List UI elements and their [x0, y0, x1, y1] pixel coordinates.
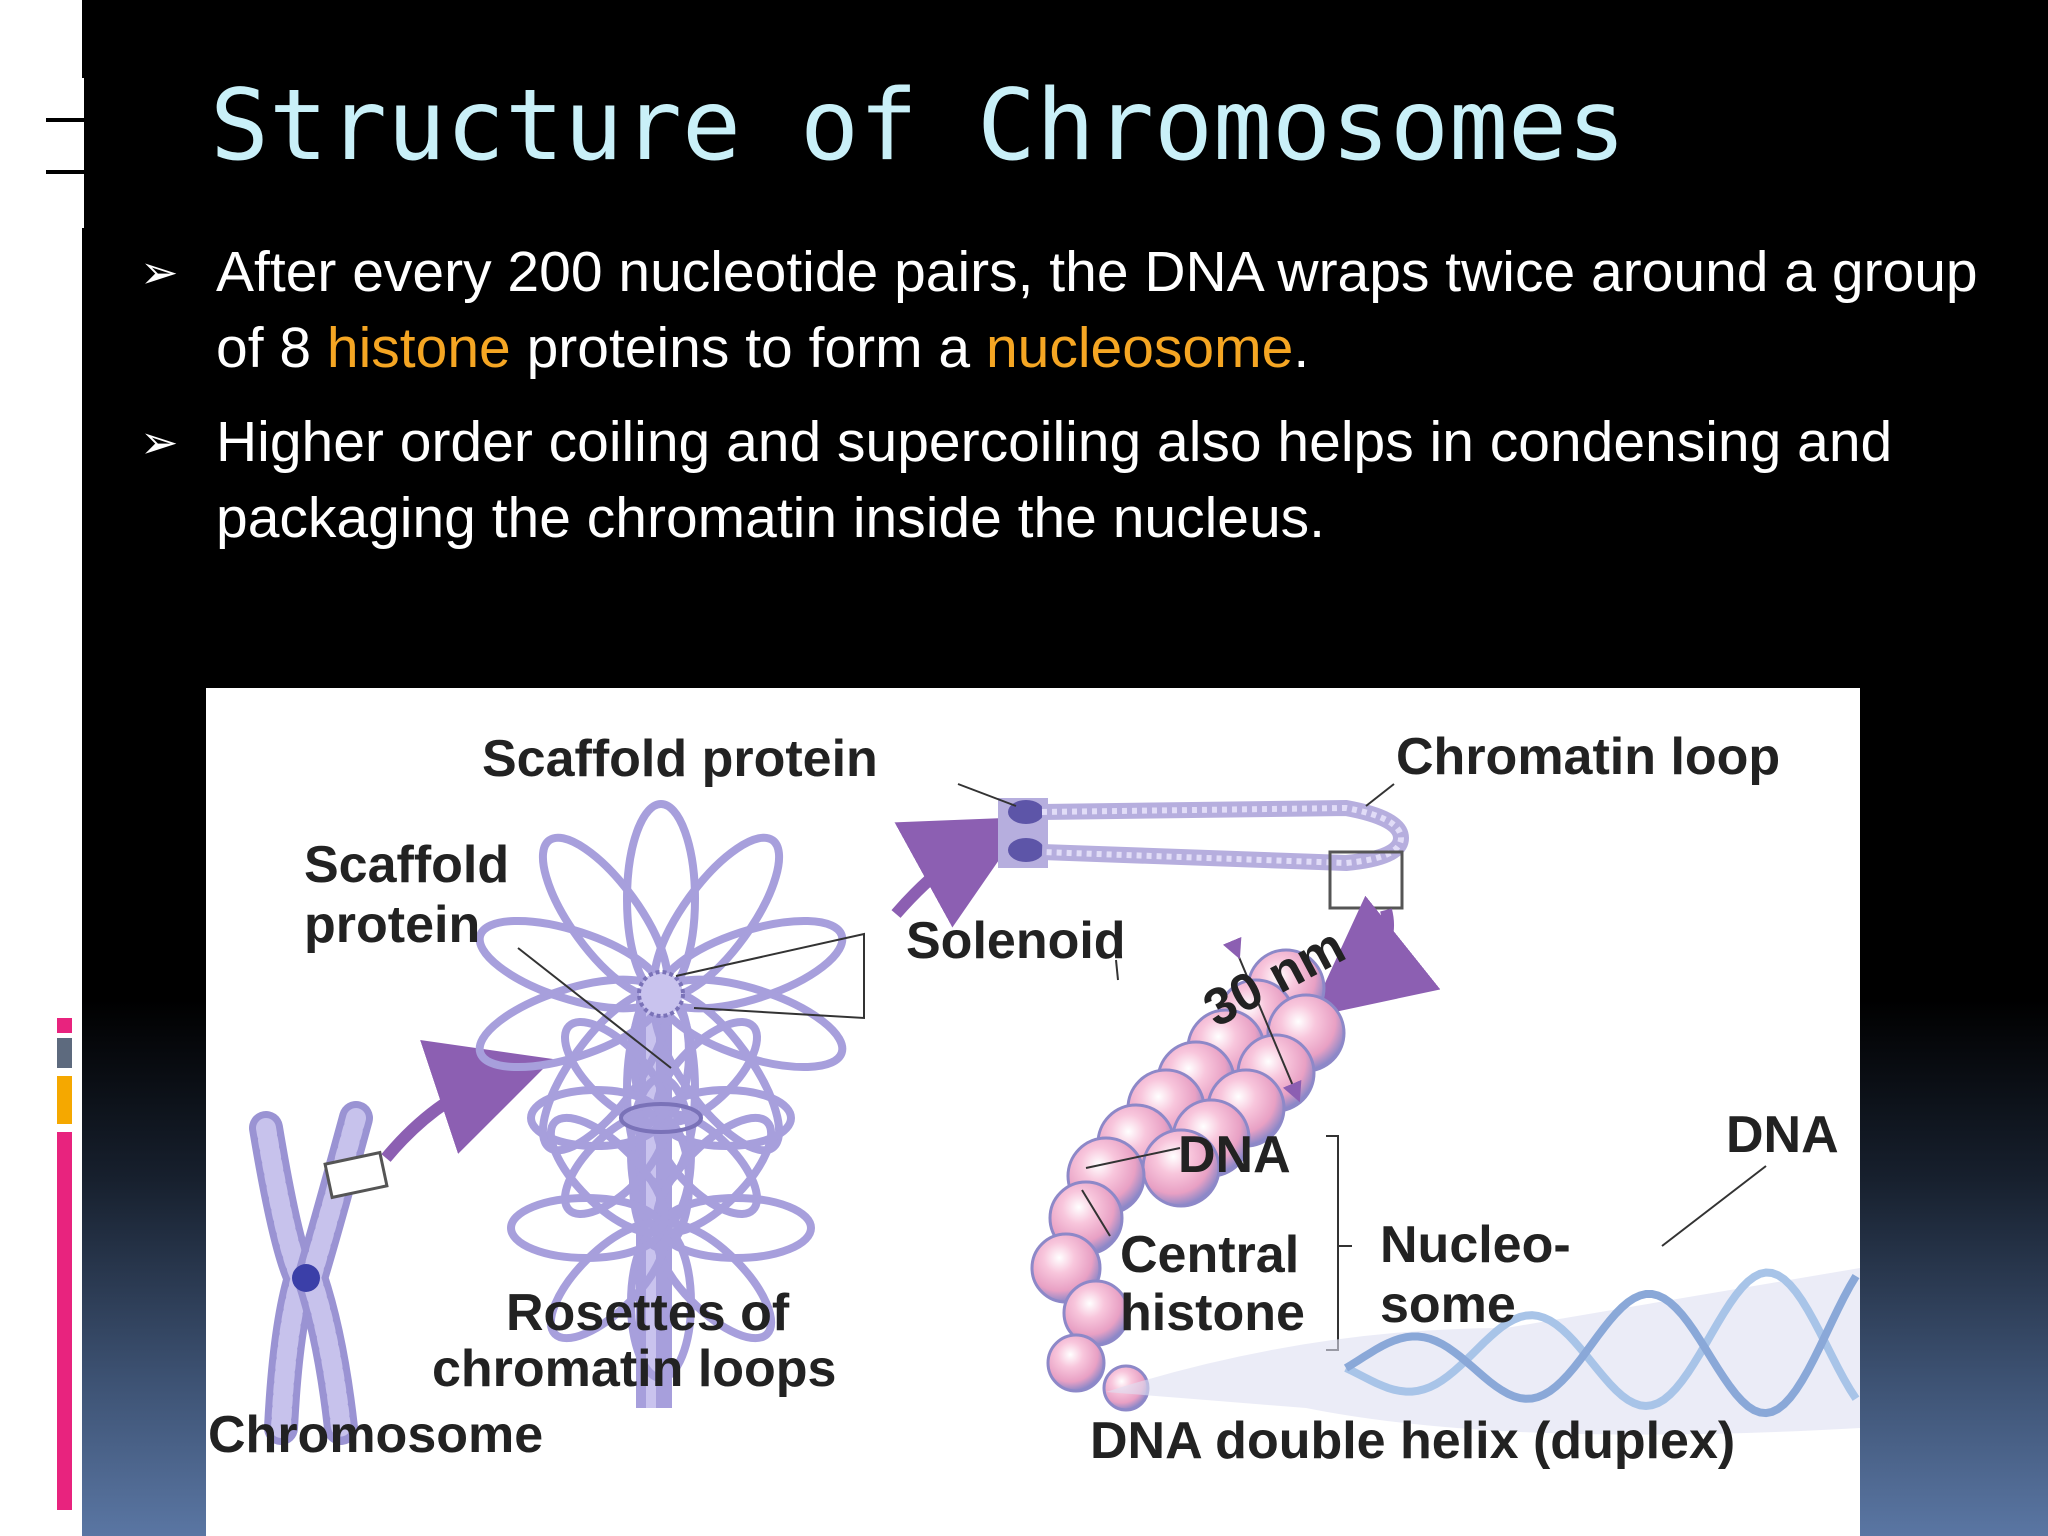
nucleosome-highlight: nucleosome	[985, 316, 1294, 380]
label-central-histone-2: histone	[1120, 1284, 1305, 1342]
label-rosettes-1: Rosettes of	[506, 1284, 790, 1342]
label-chromatin-loop: Chromatin loop	[1396, 728, 1780, 786]
label-dna-double-helix: DNA double helix (duplex)	[1090, 1412, 1735, 1470]
title-corner-decor	[46, 78, 86, 228]
label-central-histone-1: Central	[1120, 1226, 1299, 1284]
bullet-1: ➢ After every 200 nucleotide pairs, the …	[140, 234, 1990, 386]
left-decor-strip	[0, 0, 82, 1536]
label-chromosome: Chromosome	[208, 1406, 543, 1464]
label-scaffold-protein-left-1: Scaffold	[304, 836, 509, 894]
label-nucleosome-1: Nucleo-	[1380, 1216, 1571, 1274]
pointer-scaffold-left	[517, 947, 672, 1069]
accent-bar-gray	[57, 1038, 72, 1068]
arrow-to-loop	[891, 817, 1029, 928]
label-dna-right: DNA	[1726, 1106, 1839, 1164]
label-scaffold-protein-top: Scaffold protein	[482, 730, 878, 788]
rosettes-of-chromatin-loops	[475, 800, 847, 1408]
chromosome-structure-figure: Scaffold protein Chromatin loop Scaffold…	[206, 688, 1860, 1536]
chromosome-icon	[249, 1101, 389, 1445]
histone-highlight: histone	[326, 316, 511, 380]
bullet-arrow-icon: ➢	[140, 416, 179, 468]
nucleosome-bracket	[1326, 1135, 1339, 1351]
label-solenoid: Solenoid	[906, 912, 1126, 970]
pointer-central-histone	[1081, 1189, 1111, 1237]
label-dna-center: DNA	[1178, 1126, 1291, 1184]
pointer-solenoid	[1115, 959, 1119, 981]
bullet-1-part-5: .	[1293, 316, 1310, 380]
pointer-dna-right	[1661, 1165, 1767, 1247]
arrow-to-rosettes	[381, 1040, 553, 1162]
label-rosettes-2: chromatin loops	[432, 1340, 836, 1398]
bullet-arrow-icon: ➢	[140, 246, 179, 298]
slide-title: Structure of Chromosomes	[210, 69, 1627, 183]
bullet-1-part-3: proteins to form a	[510, 316, 986, 380]
dimension-30nm	[1222, 936, 1302, 1103]
bullet-1-text: After every 200 nucleotide pairs, the DN…	[216, 234, 1990, 386]
label-nucleosome-2: some	[1380, 1276, 1516, 1334]
pointer-solenoid-box	[675, 932, 865, 1020]
accent-bar-pink	[57, 1132, 72, 1510]
bullet-2-part-1: Higher order coiling and supercoiling al…	[216, 410, 1893, 550]
accent-bar-yellow	[57, 1076, 72, 1124]
pointer-scaffold-top	[957, 783, 1017, 807]
bullet-1-part-1: After every 200 nucleotide pairs, the DN…	[216, 240, 1978, 380]
bullet-2: ➢ Higher order coiling and supercoiling …	[140, 404, 1990, 556]
accent-bar-pink-top	[57, 1018, 72, 1033]
arrow-to-solenoid	[1309, 895, 1441, 1018]
chromatin-loop	[998, 798, 1410, 910]
pointer-dna-center	[1085, 1147, 1181, 1169]
dna-double-helix	[1106, 1268, 1860, 1435]
label-scaffold-protein-left-2: protein	[304, 896, 480, 954]
bullet-2-text: Higher order coiling and supercoiling al…	[216, 404, 1990, 556]
pointer-chromatin-loop	[1365, 783, 1395, 807]
